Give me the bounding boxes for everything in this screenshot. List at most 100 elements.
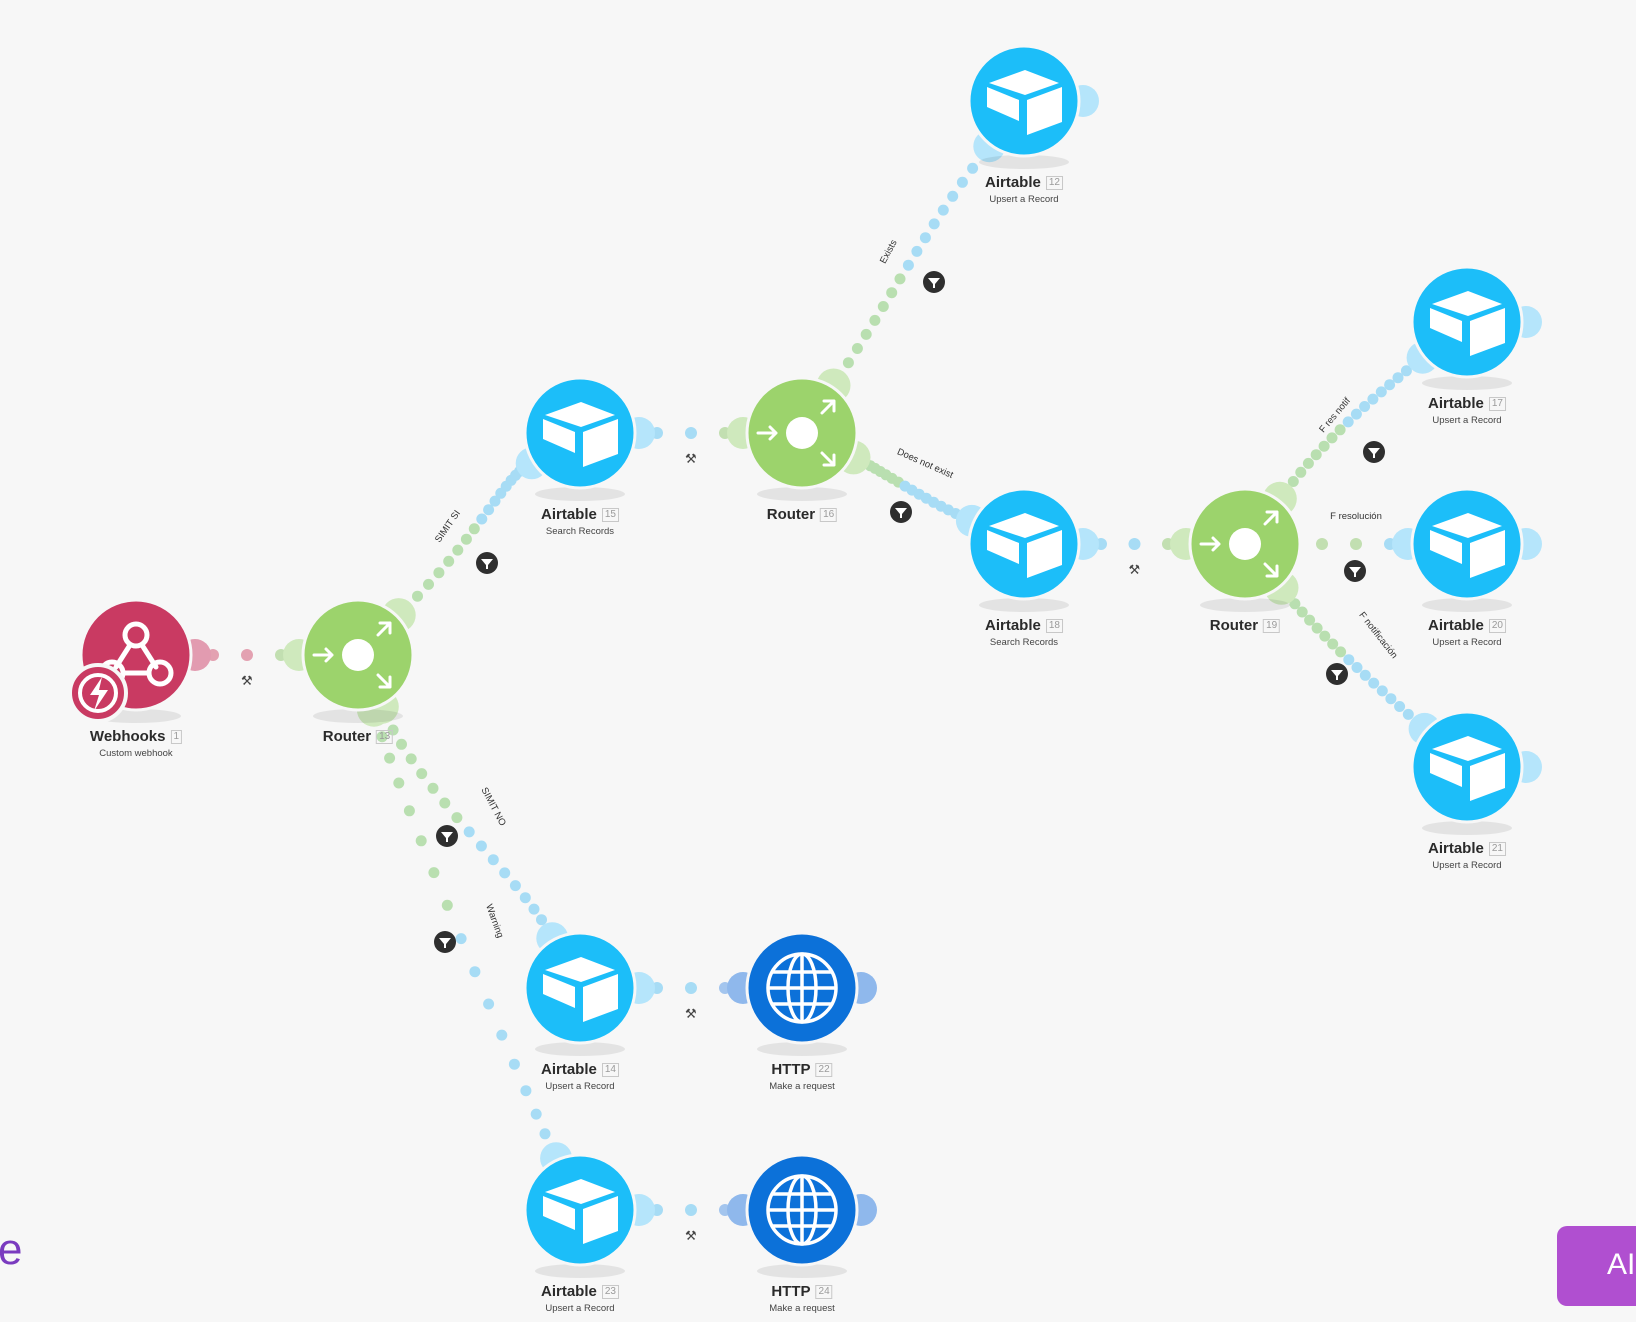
link-dot — [685, 427, 697, 439]
airtable-icon — [1430, 291, 1505, 356]
module-action-name: Custom webhook — [99, 748, 173, 759]
globe-icon — [766, 1174, 838, 1246]
route-dot — [851, 343, 863, 354]
module-body[interactable] — [523, 376, 637, 490]
route-n16-n12[interactable] — [816, 130, 1006, 403]
airtable-icon — [543, 957, 618, 1022]
route-dot — [393, 777, 405, 789]
filter-icon[interactable] — [1326, 663, 1348, 685]
connection-link[interactable]: ⚒ — [651, 1204, 731, 1244]
route-n13-n14[interactable] — [364, 689, 569, 955]
module-action-name: Upsert a Record — [545, 1081, 615, 1092]
filter-icon[interactable] — [923, 271, 945, 293]
route-dot — [1402, 708, 1414, 720]
filter-icon[interactable] — [436, 825, 458, 847]
route-dot — [519, 892, 531, 904]
route-label: Warning — [483, 903, 505, 940]
module-id-badge: 21 — [1488, 842, 1506, 856]
filter-icon[interactable] — [476, 552, 498, 574]
connection-link[interactable] — [1316, 538, 1396, 550]
module-airtable-23[interactable] — [523, 1153, 655, 1278]
module-body[interactable] — [523, 931, 637, 1045]
module-router-16[interactable] — [727, 376, 859, 501]
link-settings-icon[interactable]: ⚒ — [685, 1229, 697, 1244]
filter-icon[interactable] — [434, 931, 456, 953]
link-settings-icon[interactable]: ⚒ — [685, 452, 697, 467]
connection-link[interactable]: ⚒ — [651, 427, 731, 467]
route-n19-n17[interactable] — [1262, 341, 1439, 516]
route-dot — [928, 218, 940, 230]
route-dot — [1359, 401, 1371, 412]
module-id-badge: 13 — [376, 730, 394, 744]
link-settings-icon[interactable]: ⚒ — [1129, 563, 1141, 578]
ai-button-label: AI — [1607, 1248, 1636, 1281]
filter-icon[interactable] — [890, 501, 912, 523]
route-dot — [439, 797, 451, 809]
route-dot — [415, 835, 427, 847]
route-dot — [508, 1058, 520, 1070]
module-id-badge: 22 — [815, 1063, 833, 1077]
route-dot — [919, 232, 931, 244]
module-action-name: Make a request — [769, 1303, 835, 1314]
route-dot — [520, 1085, 532, 1097]
module-body[interactable] — [523, 1153, 637, 1267]
link-settings-icon[interactable]: ⚒ — [241, 674, 253, 689]
module-airtable-12[interactable] — [967, 44, 1099, 169]
module-airtable-20[interactable] — [1392, 487, 1542, 612]
route-dot — [967, 162, 979, 174]
module-body[interactable] — [967, 487, 1081, 601]
module-airtable-15[interactable] — [523, 376, 655, 501]
route-n19-n21[interactable] — [1264, 570, 1441, 745]
module-airtable-18[interactable] — [967, 487, 1099, 612]
filter-icon[interactable] — [1363, 441, 1385, 463]
link-settings-icon[interactable]: ⚒ — [685, 1007, 697, 1022]
module-body[interactable] — [1410, 487, 1524, 601]
route-dot — [1343, 654, 1355, 666]
connection-link[interactable]: ⚒ — [207, 649, 287, 689]
connection-link[interactable]: ⚒ — [651, 982, 731, 1022]
module-airtable-14[interactable] — [523, 931, 655, 1056]
route-dot — [1375, 386, 1387, 398]
route-dot — [1302, 457, 1314, 469]
module-webhooks-1[interactable] — [68, 598, 211, 723]
module-body[interactable] — [1410, 265, 1524, 379]
module-http-22[interactable] — [727, 931, 877, 1056]
module-router-13[interactable] — [283, 598, 415, 723]
route-dot — [1310, 449, 1322, 461]
module-body[interactable] — [1410, 710, 1524, 824]
route-dot — [499, 867, 511, 879]
route-dot — [1311, 622, 1323, 634]
module-airtable-21[interactable] — [1410, 710, 1542, 835]
module-router-19[interactable] — [1170, 487, 1302, 612]
module-http-24[interactable] — [727, 1153, 877, 1278]
route-label: SIMIT NO — [478, 786, 507, 828]
link-dot — [685, 1204, 697, 1216]
airtable-icon — [987, 513, 1062, 578]
module-airtable-17[interactable] — [1410, 265, 1542, 390]
connection-link[interactable]: ⚒ — [1095, 538, 1174, 578]
route-n13-n15[interactable] — [381, 447, 548, 633]
router-icon — [756, 399, 836, 467]
module-action-name: Search Records — [989, 637, 1059, 648]
ai-assistant-button[interactable]: AI — [1557, 1226, 1636, 1306]
module-body[interactable] — [967, 44, 1081, 158]
module-app-name: Airtable — [1428, 617, 1484, 634]
route-dot — [894, 273, 906, 285]
filter-icon[interactable] — [1344, 560, 1366, 582]
filters-layer — [434, 271, 1385, 953]
corner-text-fragment: e — [0, 1225, 23, 1274]
route-dot — [869, 314, 881, 326]
route-label: F notificación — [1356, 610, 1399, 661]
route-dot — [536, 914, 547, 926]
route-dot — [443, 555, 455, 567]
modules-layer — [68, 44, 1542, 1278]
route-dot — [489, 495, 501, 507]
router-icon — [1199, 510, 1279, 578]
